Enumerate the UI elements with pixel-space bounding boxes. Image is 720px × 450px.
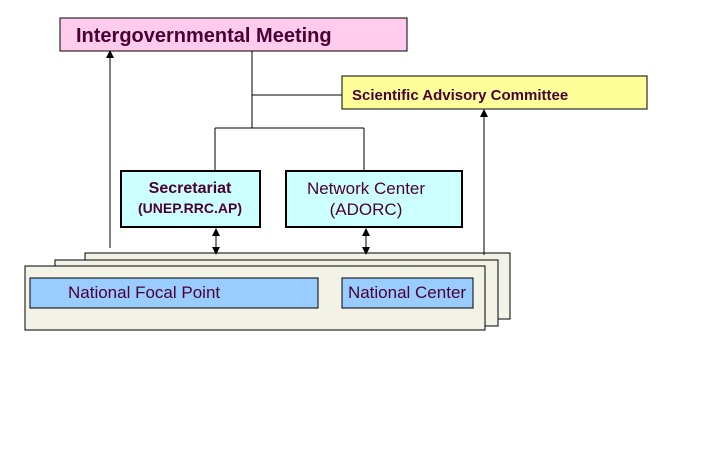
national-center-label: National Center [348,283,466,302]
national-focal-point-label: National Focal Point [68,283,220,302]
intergovernmental-meeting-label: Intergovernmental Meeting [76,25,332,47]
secretariat-label: Secretariat [149,180,232,197]
national-focal-point-box: National Focal Point [29,277,319,309]
scientific-advisory-committee-box: Scientific Advisory Committee [341,75,648,110]
intergovernmental-meeting-box: Intergovernmental Meeting [59,17,408,52]
secretariat-sublabel: (UNEP.RRC.AP) [138,200,242,216]
connectors [214,51,365,171]
network-center-box: Network Center (ADORC) [285,170,463,228]
national-center-box: National Center [341,277,474,309]
scientific-advisory-committee-label: Scientific Advisory Committee [352,87,568,104]
secretariat-box: Secretariat (UNEP.RRC.AP) [120,170,261,228]
network-center-sublabel: (ADORC) [330,200,403,219]
network-center-label: Network Center [307,179,425,198]
